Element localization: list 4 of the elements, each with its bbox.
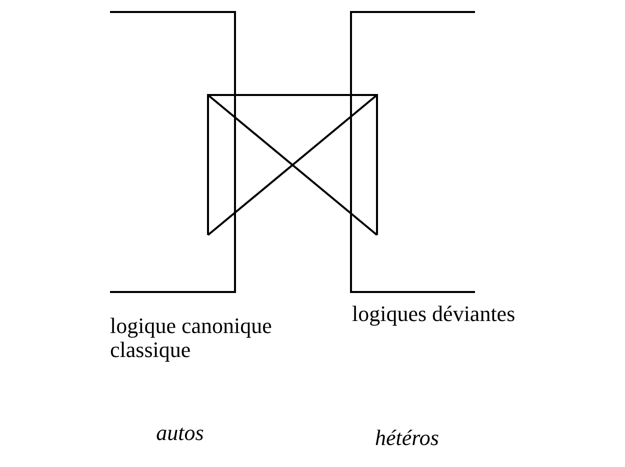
term-label: autos: [155, 421, 205, 445]
corner-label: logiques déviantes: [352, 302, 516, 326]
corner-label: logique canonique classique: [110, 314, 273, 362]
term-label: hétéros: [374, 426, 440, 450]
